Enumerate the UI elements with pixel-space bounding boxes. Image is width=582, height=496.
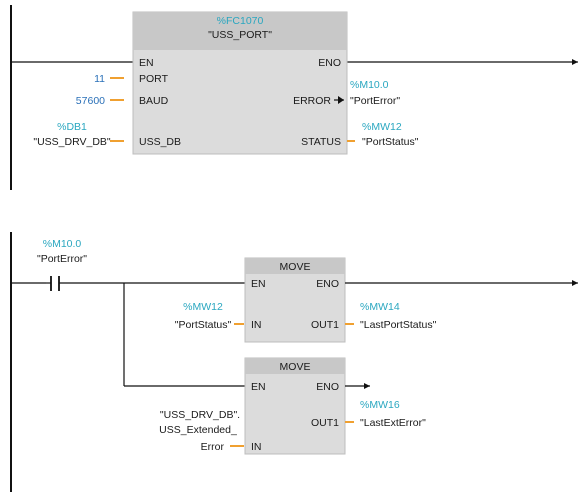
pin-baud: BAUD	[139, 95, 169, 107]
move2-in: IN	[251, 441, 262, 453]
move2-header	[245, 358, 345, 374]
move1-out-name[interactable]: "LastPortStatus"	[360, 319, 437, 331]
move1-in-name[interactable]: "PortStatus"	[175, 319, 232, 331]
contact-name[interactable]: "PortError"	[37, 253, 87, 265]
uss-port-header	[133, 12, 347, 50]
move1-in-address[interactable]: %MW12	[183, 301, 223, 313]
error-arrow	[338, 96, 344, 104]
move1-en: EN	[251, 278, 266, 290]
pin-port: PORT	[139, 73, 169, 85]
contact-address[interactable]: %M10.0	[43, 238, 82, 250]
uss-db-name[interactable]: "USS_DRV_DB"	[33, 136, 111, 148]
error-out-name[interactable]: "PortError"	[350, 95, 400, 107]
move2-en: EN	[251, 381, 266, 393]
baud-value[interactable]: 57600	[76, 95, 105, 107]
port-value[interactable]: 11	[94, 73, 105, 85]
uss-port-address: %FC1070	[217, 15, 264, 27]
pin-uss-db: USS_DB	[139, 136, 181, 148]
move1-out-address[interactable]: %MW14	[360, 301, 400, 313]
move1-out: OUT1	[311, 319, 339, 331]
uss-db-address[interactable]: %DB1	[57, 121, 87, 133]
move1-eno: ENO	[316, 278, 339, 290]
move2-eno: ENO	[316, 381, 339, 393]
move2-out: OUT1	[311, 417, 339, 429]
status-out-address[interactable]: %MW12	[362, 121, 402, 133]
pin-error: ERROR	[293, 95, 331, 107]
no-contact[interactable]	[46, 276, 60, 291]
move2-in-line2[interactable]: USS_Extended_	[159, 424, 237, 436]
move2-eno-arrow	[364, 383, 370, 389]
error-out-address[interactable]: %M10.0	[350, 79, 389, 91]
move1-header	[245, 258, 345, 274]
uss-port-name: "USS_PORT"	[208, 29, 272, 41]
status-out-name[interactable]: "PortStatus"	[362, 136, 419, 148]
eno-arrow-1	[572, 59, 578, 65]
move2-title: MOVE	[280, 361, 311, 373]
move1-eno-arrow	[572, 280, 578, 286]
move2-in-line1[interactable]: "USS_DRV_DB".	[160, 409, 240, 421]
pin-eno: ENO	[318, 57, 341, 69]
pin-en: EN	[139, 57, 154, 69]
move1-title: MOVE	[280, 261, 311, 273]
move1-in: IN	[251, 319, 262, 331]
pin-status: STATUS	[301, 136, 341, 148]
move2-in-line3[interactable]: Error	[201, 441, 225, 453]
move2-out-name[interactable]: "LastExtError"	[360, 417, 426, 429]
move2-out-address[interactable]: %MW16	[360, 399, 400, 411]
